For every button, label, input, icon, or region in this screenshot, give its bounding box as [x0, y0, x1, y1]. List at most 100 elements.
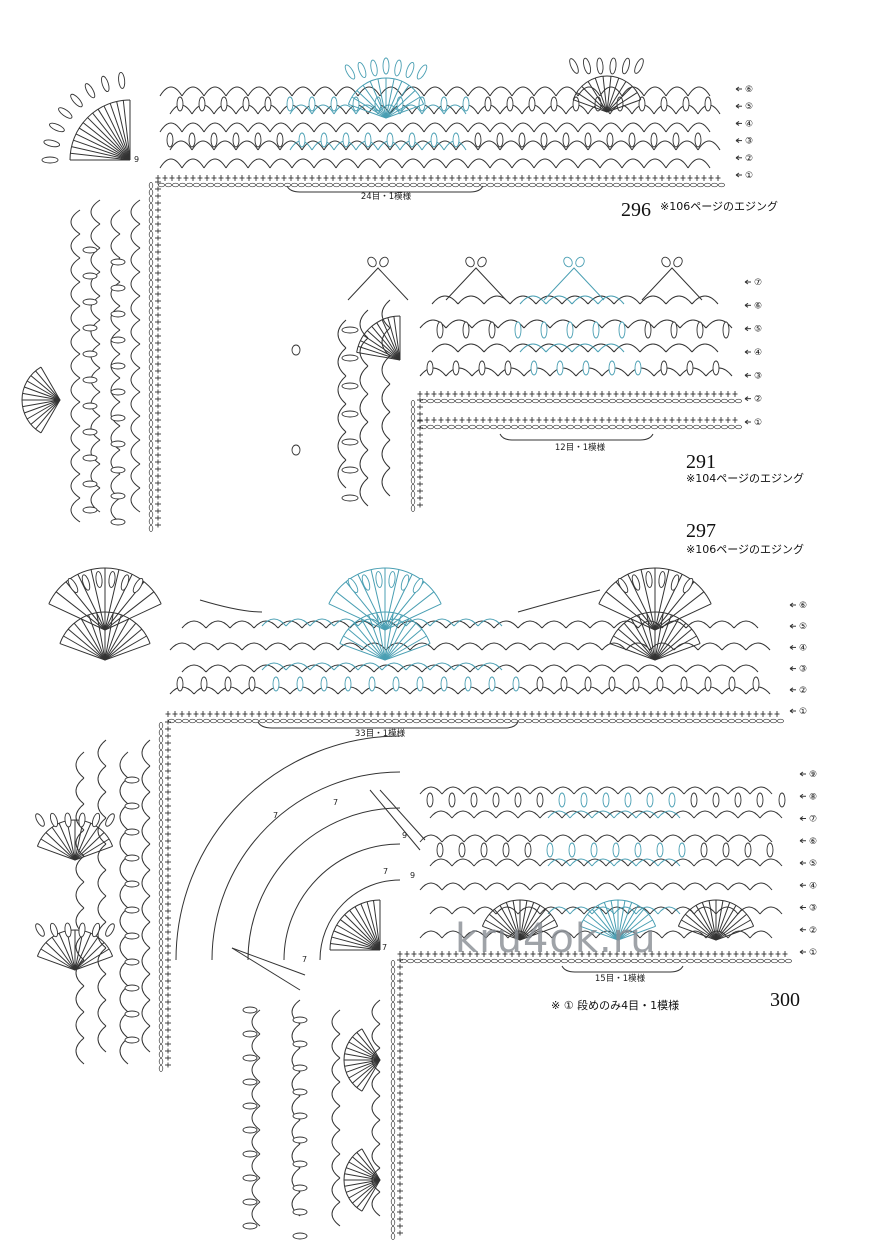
- puff-stitch: [645, 571, 653, 588]
- puff-stitch: [590, 842, 598, 858]
- puff-stitch: [704, 96, 712, 112]
- fan-stitch: [344, 1059, 381, 1067]
- puff-stitch: [379, 256, 389, 268]
- chain-stitch: [343, 718, 350, 724]
- puff-stitch: [110, 258, 126, 266]
- puff-stitch: [712, 360, 720, 376]
- fan-stitch: [104, 591, 155, 631]
- chain-stitch: [158, 750, 164, 757]
- puff-stitch: [188, 132, 196, 148]
- puff-stitch: [341, 410, 359, 418]
- puff-stitch: [91, 922, 101, 938]
- fan-stitch: [385, 84, 410, 119]
- chain-arch-row: [291, 999, 301, 1217]
- chain-stitch: [651, 424, 658, 430]
- chain-stitch: [434, 398, 441, 404]
- puff-stitch: [650, 132, 658, 148]
- chain-stitch: [477, 958, 484, 964]
- chain-stitch: [567, 398, 574, 404]
- puff-stitch: [292, 1160, 308, 1168]
- chain-stitch: [581, 718, 588, 724]
- puff-stitch: [341, 354, 359, 362]
- chain-arch-row: [75, 751, 85, 1065]
- chain-stitch: [193, 182, 200, 188]
- chain-stitch: [445, 182, 452, 188]
- pattern-300-corner-mark: 9: [410, 871, 415, 880]
- chain-stitch: [529, 182, 536, 188]
- chain-stitch: [148, 385, 154, 392]
- chain-stitch: [148, 399, 154, 406]
- chain-stitch: [532, 718, 539, 724]
- fan-stitch: [97, 108, 131, 161]
- fan-stitch: [654, 643, 701, 661]
- fan-stitch: [335, 591, 386, 631]
- fan-stitch: [573, 99, 608, 113]
- chain-stitch: [329, 718, 336, 724]
- chain-stitch: [148, 357, 154, 364]
- chain-stitch: [407, 958, 414, 964]
- chain-stitch: [148, 525, 154, 532]
- chain-stitch: [455, 398, 462, 404]
- chain-stitch: [508, 182, 515, 188]
- fan-stitch: [630, 618, 656, 661]
- fan-stitch: [349, 910, 381, 951]
- chain-arch-row: [419, 319, 733, 329]
- chain-stitch: [644, 424, 651, 430]
- fan-stitch: [377, 78, 387, 119]
- chain-stitch: [613, 182, 620, 188]
- fan-stitch: [384, 622, 417, 661]
- chain-stitch: [735, 398, 742, 404]
- chain-stitch: [301, 718, 308, 724]
- puff-stitch: [722, 321, 730, 339]
- row-number: ②: [799, 686, 807, 696]
- fan-stitch: [348, 103, 387, 119]
- chain-stitch: [581, 398, 588, 404]
- chain-stitch: [658, 398, 665, 404]
- fan-stitch: [348, 1041, 381, 1061]
- puff-stitch: [291, 444, 301, 456]
- chain-arch-row: [169, 642, 771, 651]
- fan-stitch: [352, 1179, 381, 1204]
- chain-stitch: [214, 182, 221, 188]
- chain-stitch: [410, 414, 416, 421]
- puff-stitch: [680, 676, 688, 692]
- chain-stitch: [711, 182, 718, 188]
- chain-stitch: [148, 364, 154, 371]
- fan-stitch: [104, 618, 130, 661]
- chain-stitch: [630, 398, 637, 404]
- puff-stitch: [440, 676, 448, 692]
- fan-stitch: [356, 351, 401, 361]
- chain-stitch: [693, 424, 700, 430]
- chain-stitch: [256, 182, 263, 188]
- puff-stitch: [712, 792, 720, 808]
- chain-stitch: [634, 182, 641, 188]
- puff-stitch: [291, 344, 301, 356]
- chain-stitch: [539, 398, 546, 404]
- chain-stitch: [390, 1128, 396, 1135]
- chain-stitch: [424, 182, 431, 188]
- chain-stitch: [469, 424, 476, 430]
- chain-stitch: [390, 1107, 396, 1114]
- fan-edge: [36, 929, 114, 957]
- chain-stitch: [609, 718, 616, 724]
- puff-stitch: [166, 132, 174, 148]
- row-number: ⑥: [799, 601, 807, 611]
- chain-stitch: [390, 1156, 396, 1163]
- chain-stitch: [390, 1002, 396, 1009]
- chain-stitch: [431, 182, 438, 188]
- chain-stitch: [158, 764, 164, 771]
- pattern-297-stitch-art: [35, 567, 784, 1072]
- fan-stitch: [366, 901, 381, 951]
- puff-stitch: [110, 310, 126, 318]
- fan-stitch: [74, 942, 105, 971]
- chain-arch-row: [337, 319, 347, 489]
- puff-stitch: [367, 256, 377, 268]
- chain-stitch: [175, 718, 182, 724]
- chain-stitch: [484, 958, 491, 964]
- chain-stitch: [715, 958, 722, 964]
- chain-stitch: [672, 718, 679, 724]
- chain-stitch: [263, 182, 270, 188]
- fan-stitch: [708, 900, 717, 941]
- puff-stitch: [200, 676, 208, 692]
- puff-stitch: [536, 792, 544, 808]
